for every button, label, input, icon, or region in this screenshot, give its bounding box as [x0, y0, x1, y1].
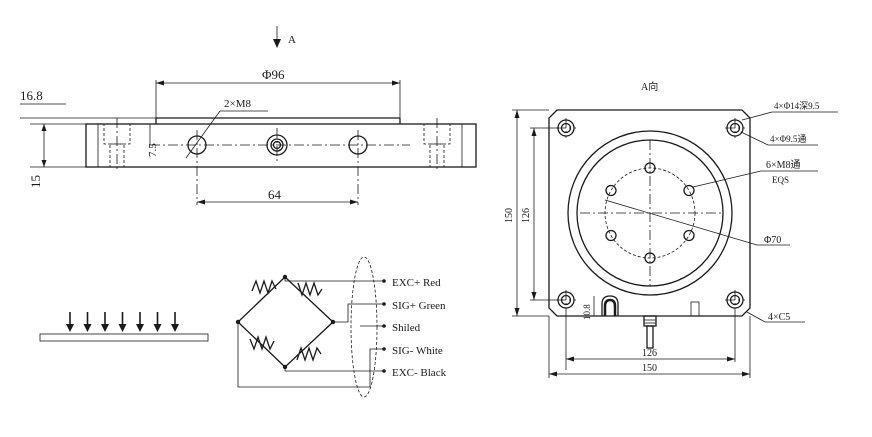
- load-icon: [39, 312, 209, 342]
- through-hole-label: 4×Φ9.5通: [770, 134, 806, 144]
- width-inner-label: 126: [642, 348, 657, 359]
- outer-ring: [567, 130, 733, 296]
- m8-holes: [605, 162, 695, 264]
- cable-gland: [601, 295, 700, 349]
- view-arrow-label: A: [288, 34, 296, 46]
- height-outer-label: 150: [504, 208, 515, 223]
- wiring-diagram: EXC+ Red SIG+ Green Shiled SIG- White EX…: [235, 256, 447, 398]
- resistor-bottom-left: [249, 334, 275, 352]
- pcd-leader: [604, 199, 758, 246]
- wire-label-exc-minus: EXC- Black: [392, 367, 447, 379]
- thread-leader: [185, 110, 221, 159]
- base-plate-outline: [85, 123, 477, 168]
- plate-outline: [548, 109, 751, 317]
- wire-exc-plus: [284, 277, 383, 282]
- load-arrow: [171, 312, 179, 332]
- thread-hole: [644, 162, 656, 174]
- load-arrow: [66, 312, 74, 332]
- wire-label-shield: Shiled: [392, 322, 421, 334]
- thread-label: 2×M8: [224, 98, 251, 110]
- a-view-title: A向: [641, 80, 658, 93]
- load-arrows: [66, 312, 179, 332]
- wire-sig-plus: [333, 303, 383, 323]
- m8-thread-label: 6×M8通: [766, 159, 801, 171]
- view-arrow-head: [273, 39, 281, 48]
- thread-hole: [683, 229, 695, 242]
- spacing-label: 64: [268, 187, 282, 202]
- corner-holes: [556, 118, 745, 310]
- load-arrow: [83, 312, 92, 332]
- wire-label-sig-plus: SIG+ Green: [392, 300, 446, 312]
- wire-sig-minus: [237, 322, 383, 388]
- pcd-label: Φ70: [764, 235, 781, 246]
- eqs-label: EQS: [772, 175, 789, 185]
- half-pitch-label: 7.5: [147, 143, 159, 157]
- height-top-label: 16.8: [20, 88, 43, 103]
- resistor-bottom-right: [296, 345, 322, 363]
- load-arrow: [136, 312, 144, 332]
- wire-label-exc-plus: EXC+ Red: [392, 277, 441, 289]
- a-view: A向: [504, 80, 838, 378]
- side-view: A Φ96 2×M8: [20, 26, 477, 205]
- height-label: 15: [28, 175, 43, 188]
- counterbore-label: 4×Φ14深9.5: [774, 101, 820, 111]
- load-arrow: [153, 312, 162, 332]
- load-arrow: [118, 312, 127, 332]
- thread-hole: [605, 229, 617, 242]
- thread-hole: [644, 252, 656, 264]
- load-plate: [39, 333, 209, 342]
- chamfer-label: 4×C5: [768, 312, 790, 323]
- resistor-top-right: [297, 280, 323, 298]
- diameter-label: Φ96: [262, 67, 285, 82]
- small-dim-label: 10.8: [582, 304, 592, 320]
- wire-exc-minus: [284, 367, 383, 372]
- thread-hole: [683, 184, 695, 197]
- wire-label-sig-minus: SIG- White: [392, 345, 443, 357]
- cable-sheath: [350, 256, 378, 398]
- resistor-top-left: [251, 278, 277, 296]
- load-arrow: [101, 312, 109, 332]
- thread-hole: [605, 184, 617, 197]
- width-outer-label: 150: [642, 363, 657, 374]
- height-inner-label: 126: [521, 208, 532, 223]
